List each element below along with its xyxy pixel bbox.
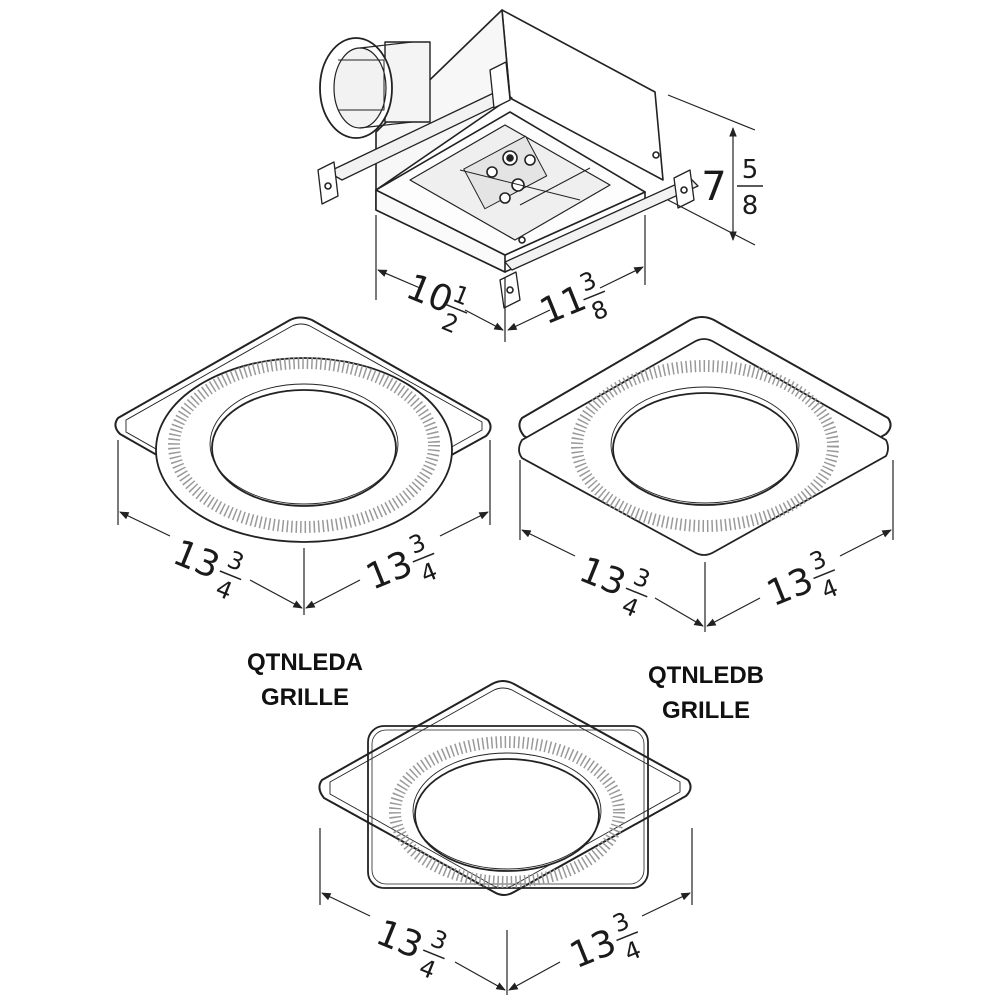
qtnledb-right-whole: 13: [761, 560, 819, 615]
housing-height-whole: 7: [701, 164, 726, 210]
bottom-grille-left-whole: 13: [370, 912, 428, 967]
qtnleda-right-numerator: 3: [405, 528, 430, 560]
qtnleda-dimension-lines: [117, 440, 491, 615]
qtnleda-left-denominator: 4: [212, 574, 237, 606]
housing-width-dimension: 10 1 2: [401, 267, 474, 340]
qtnledb-right-numerator: 3: [806, 545, 831, 577]
qtnledb-label-line1: QTNLEDB: [648, 662, 764, 689]
qtnledb-dimension-lines: [519, 460, 894, 632]
qtnleda-grille: [114, 316, 492, 543]
qtnledb-left-denominator: 4: [618, 591, 643, 623]
qtnledb-right-dimension: 13 3 4: [761, 545, 842, 615]
bottom-grille-right-numerator: 3: [609, 907, 634, 939]
qtnleda-label-line1: QTNLEDA: [247, 649, 363, 676]
qtnledb-left-numerator: 3: [629, 563, 654, 595]
housing-dimension-lines: [375, 94, 756, 342]
bottom-grille-left-numerator: 3: [427, 924, 452, 956]
bottom-grille-right-denominator: 4: [620, 935, 645, 967]
housing-height-numerator: 5: [742, 155, 759, 185]
bottom-grille-right-dimension: 13 3 4: [564, 907, 645, 977]
qtnledb-left-dimension: 13 3 4: [573, 549, 654, 623]
qtnleda-right-denominator: 4: [417, 557, 442, 589]
qtnledb-label-line2: GRILLE: [662, 697, 750, 724]
qtnledb-left-whole: 13: [573, 549, 631, 604]
qtnleda-left-numerator: 3: [223, 545, 248, 577]
bottom-grille-dimension-lines: [319, 828, 693, 995]
housing-depth-denominator: 8: [587, 295, 612, 327]
qtnleda-left-whole: 13: [167, 532, 225, 587]
bottom-grille-left-denominator: 4: [415, 953, 440, 985]
qtnledb-right-denominator: 4: [817, 573, 842, 605]
qtnleda-right-whole: 13: [361, 543, 419, 598]
bottom-grille-left-dimension: 13 3 4: [370, 912, 452, 985]
qtnleda-label-line2: GRILLE: [261, 684, 349, 711]
housing-height-dimension: 7 5 8: [701, 155, 763, 221]
bottom-grille-right-whole: 13: [564, 922, 622, 977]
qtnleda-right-dimension: 13 3 4: [361, 528, 442, 598]
qtnledb-grille: [518, 316, 892, 556]
qtnleda-left-dimension: 13 3 4: [167, 532, 248, 606]
housing-depth-dimension: 11 3 8: [534, 266, 612, 333]
fan-housing: [317, 9, 699, 309]
housing-height-denominator: 8: [742, 191, 759, 221]
bottom-grille: [318, 680, 692, 896]
